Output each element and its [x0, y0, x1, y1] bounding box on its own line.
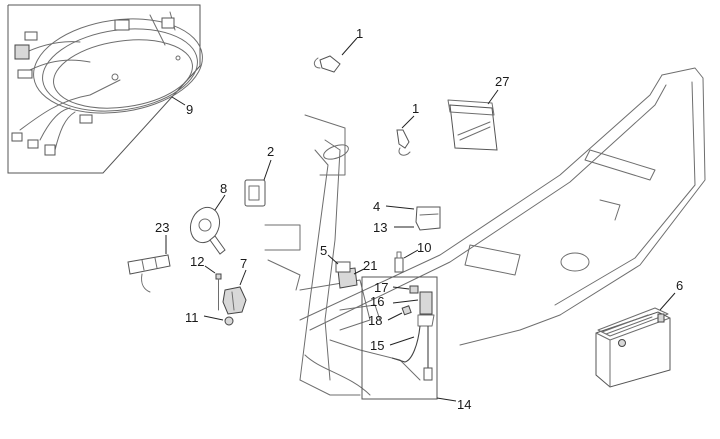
battery	[595, 307, 671, 388]
fuse-holder-16	[419, 291, 433, 315]
callout-5: 5	[320, 243, 327, 258]
callout-1-lower: 1	[412, 101, 419, 116]
nut-11	[224, 316, 234, 326]
switch-10	[394, 251, 404, 273]
group-14-border	[361, 276, 438, 400]
callout-10: 10	[417, 240, 431, 255]
screw-12	[215, 273, 222, 311]
harness-inset: 9	[7, 4, 203, 174]
relay-2	[244, 179, 266, 207]
callout-14: 14	[457, 397, 471, 412]
callout-21: 21	[363, 258, 377, 273]
callout-9: 9	[186, 102, 193, 117]
callout-27: 27	[495, 74, 509, 89]
horn	[189, 206, 226, 255]
callout-17: 17	[374, 280, 388, 295]
relay-5	[335, 261, 358, 289]
callout-15: 15	[370, 338, 384, 353]
fuse-18	[401, 305, 412, 316]
cable-connector	[417, 314, 435, 327]
callout-12: 12	[190, 254, 204, 269]
wiring-harness	[11, 11, 203, 156]
sensor-bracket	[127, 254, 171, 293]
fuse-box-group: 17 16 18 15	[361, 276, 438, 400]
bulb-socket-upper	[313, 55, 341, 73]
callout-11: 11	[185, 310, 199, 325]
inset-border	[7, 4, 201, 174]
callout-8: 8	[220, 181, 227, 196]
callout-23: 23	[155, 220, 169, 235]
scooter-frame	[264, 67, 706, 396]
cable-terminal	[423, 367, 433, 381]
callout-2: 2	[267, 144, 274, 159]
callout-6: 6	[676, 278, 683, 293]
fuse-17	[409, 285, 419, 294]
callout-16: 16	[370, 294, 384, 309]
callout-13: 13	[373, 220, 387, 235]
callout-18: 18	[368, 313, 382, 328]
relay-4	[415, 206, 441, 231]
leader-9	[171, 96, 186, 106]
battery-cable-15	[391, 325, 421, 363]
callout-4: 4	[373, 199, 380, 214]
callout-7: 7	[240, 256, 247, 271]
bulb-socket-lower	[396, 129, 411, 156]
tool-bag	[447, 99, 498, 151]
voltage-regulator	[222, 286, 247, 315]
callout-1-upper: 1	[356, 26, 363, 41]
